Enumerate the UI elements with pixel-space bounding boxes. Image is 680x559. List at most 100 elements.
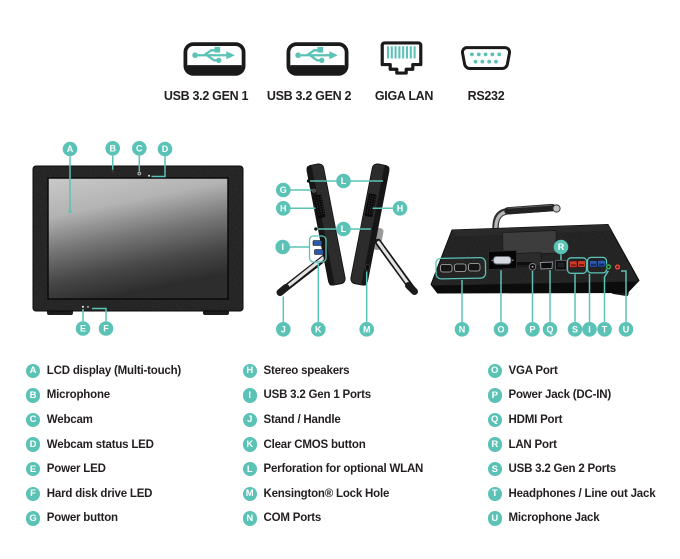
svg-text:H: H bbox=[280, 204, 287, 214]
callout-badge: O bbox=[487, 363, 502, 379]
legend-item: I USB 3.2 Gen 1 Ports bbox=[242, 383, 424, 408]
usb-gen1-highlight-box bbox=[308, 235, 327, 263]
db9-icon bbox=[461, 46, 511, 70]
legend-label: Clear CMOS button bbox=[263, 438, 366, 451]
legend-label: Webcam status LED bbox=[46, 438, 154, 451]
legend-label: COM Ports bbox=[263, 512, 322, 525]
hdd-led bbox=[86, 305, 90, 308]
callout-badge: C bbox=[25, 412, 41, 428]
legend-label: USB 3.2 Gen 2 Ports bbox=[508, 463, 617, 476]
legend-label: Perforation for optional WLAN bbox=[263, 463, 424, 476]
legend-label: Power button bbox=[46, 512, 118, 525]
kensington-lock-hole bbox=[364, 264, 370, 271]
svg-text:H: H bbox=[397, 204, 404, 214]
usb-port-icon bbox=[183, 42, 246, 76]
svg-text:B: B bbox=[109, 144, 116, 154]
com-ports bbox=[440, 263, 481, 273]
callout-badge-q: Q bbox=[542, 322, 558, 337]
svg-text:L: L bbox=[341, 176, 347, 186]
com-ports-highlight-box bbox=[435, 257, 487, 280]
callout-badge-i: I bbox=[275, 239, 291, 255]
callout-badge-e: E bbox=[75, 321, 91, 336]
callout-badge: G bbox=[25, 511, 41, 526]
legend-label: VGA Port bbox=[508, 364, 558, 377]
side-usb-port bbox=[314, 249, 324, 255]
power-led bbox=[81, 305, 85, 308]
legend-label: LAN Port bbox=[508, 438, 557, 451]
side-usb-port bbox=[312, 240, 323, 246]
callout-badge: J bbox=[242, 412, 257, 428]
db9-pins bbox=[470, 52, 502, 64]
legend-item: B Microphone bbox=[25, 383, 181, 408]
legend-item: Q HDMI Port bbox=[487, 408, 656, 433]
legend-label: HDMI Port bbox=[508, 413, 563, 426]
callout-badge: S bbox=[487, 461, 502, 477]
callout-badge-h-right: H bbox=[392, 201, 408, 216]
svg-text:I: I bbox=[588, 325, 591, 335]
callout-badge: I bbox=[242, 388, 257, 403]
usb-port-icon bbox=[286, 42, 349, 76]
callout-badge-a: A bbox=[62, 141, 78, 157]
svg-text:K: K bbox=[315, 325, 322, 335]
legend-item: G Power button bbox=[25, 506, 181, 531]
callout-badge: B bbox=[25, 388, 41, 403]
callout-badge-m: M bbox=[359, 322, 375, 337]
rj45-pins bbox=[386, 46, 416, 59]
svg-text:O: O bbox=[497, 325, 504, 335]
microphone-hole bbox=[111, 170, 114, 173]
svg-text:D: D bbox=[162, 144, 169, 154]
usb-trident-glyph bbox=[192, 46, 235, 63]
callout-badge: L bbox=[242, 461, 257, 477]
rear-view: R N O P Q S I T U bbox=[430, 203, 640, 337]
legend-item: S USB 3.2 Gen 2 Ports bbox=[487, 457, 656, 482]
port-label: USB 3.2 GEN 1 bbox=[163, 89, 249, 103]
side-panel-right bbox=[350, 163, 390, 286]
svg-text:J: J bbox=[281, 325, 286, 335]
callout-badge-k: K bbox=[311, 322, 326, 337]
legend-item: J Stand / Handle bbox=[242, 408, 424, 433]
legend-label: Stand / Handle bbox=[263, 413, 341, 426]
legend-label: Microphone Jack bbox=[508, 512, 600, 525]
callout-badge: F bbox=[25, 486, 41, 502]
callout-badge-c: C bbox=[132, 141, 147, 156]
legend-label: Power LED bbox=[46, 463, 106, 476]
callout-badge-u: U bbox=[618, 322, 634, 337]
callout-badge-b: B bbox=[105, 141, 120, 156]
front-view: A B C D E F bbox=[32, 141, 244, 336]
port-label: USB 3.2 GEN 2 bbox=[266, 89, 352, 103]
svg-text:T: T bbox=[602, 325, 608, 335]
usb-gen2-highlight-box bbox=[566, 257, 588, 274]
callout-badge-p: P bbox=[525, 322, 540, 337]
legend-label: Kensington® Lock Hole bbox=[263, 487, 390, 500]
port-label: GIGA LAN bbox=[374, 89, 434, 103]
callout-line-d bbox=[151, 156, 166, 178]
side-panel-left bbox=[306, 163, 346, 286]
callout-badge: H bbox=[242, 363, 257, 379]
svg-text:I: I bbox=[281, 242, 284, 252]
svg-text:C: C bbox=[136, 144, 143, 154]
svg-text:S: S bbox=[572, 325, 578, 335]
legend-item: R LAN Port bbox=[487, 432, 656, 457]
power-button bbox=[311, 188, 316, 193]
legend-label: USB 3.2 Gen 1 Ports bbox=[263, 389, 372, 402]
callout-badge: Q bbox=[487, 412, 502, 428]
callout-badge: A bbox=[25, 363, 41, 379]
callout-line-f bbox=[92, 307, 107, 322]
callout-badge-r: R bbox=[553, 239, 569, 255]
callout-line-u bbox=[621, 270, 627, 322]
callout-badge-s: S bbox=[567, 322, 583, 337]
legend-label: Microphone bbox=[46, 389, 110, 402]
callout-badge: R bbox=[487, 437, 502, 452]
lcd-screen bbox=[48, 178, 228, 299]
svg-text:G: G bbox=[280, 185, 287, 195]
svg-text:M: M bbox=[363, 325, 371, 335]
